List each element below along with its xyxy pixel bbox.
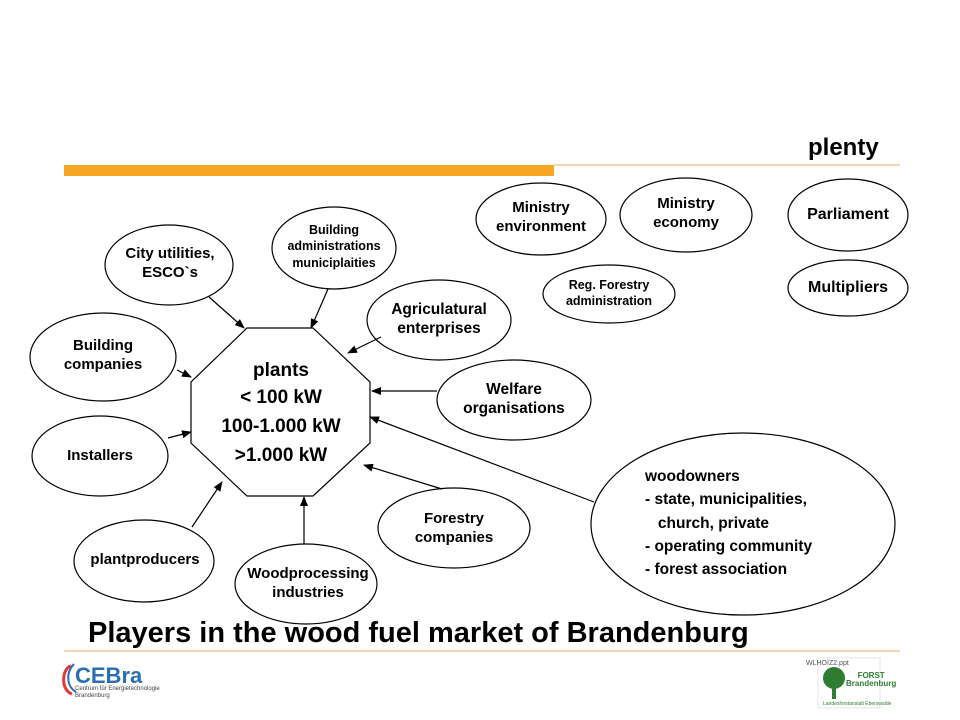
ministry-economy-ellipse: [619, 177, 753, 253]
welfare-label: Welfare organisations: [463, 381, 565, 418]
welfare-ellipse: [436, 359, 592, 441]
ministry-environment-label: Ministry environment: [495, 199, 586, 235]
arrow-building-companies: [176, 369, 192, 378]
forst-tree-icon: [817, 657, 881, 709]
arrow-city-utilities: [208, 296, 245, 329]
forestry-companies-label: Forestry companies: [414, 510, 494, 546]
parliament-ellipse: [787, 178, 909, 252]
building-companies-ellipse: [29, 312, 177, 402]
ministry-environment-ellipse: [475, 182, 607, 256]
forestry-companies-ellipse: [377, 487, 531, 569]
forst-logo-text: FORST Brandenburg: [846, 671, 897, 689]
cebra-logo-text: CEBra: [75, 663, 143, 688]
building-admin-ellipse: [271, 206, 397, 290]
reg-forestry-label: Reg. Forestry administration: [565, 278, 653, 308]
arrow-plantproducers: [191, 481, 223, 528]
installers-label: Installers: [67, 447, 133, 464]
building-admin-label: Building administrations municiplaities: [287, 223, 381, 270]
installers-ellipse: [31, 415, 169, 497]
woodowners-label: woodowners - state, municipalities, chur…: [645, 468, 813, 578]
slide-title: Players in the wood fuel market of Brand…: [88, 617, 749, 649]
multipliers-label: Multipliers: [807, 279, 888, 296]
woodprocessing-ellipse: [234, 543, 378, 625]
city-utilities-ellipse: [104, 224, 234, 306]
range-over-1000-label: >1.000 kW: [234, 445, 328, 466]
agricultural-label: Agriculatural enterprises: [391, 301, 487, 338]
parliament-label: Parliament: [807, 206, 889, 223]
city-utilities-label: City utilities, ESCO`s: [125, 245, 215, 281]
cebra-logo-icon: [62, 663, 77, 696]
arrow-agricultural: [347, 336, 382, 354]
multipliers-ellipse: [787, 259, 909, 317]
woodprocessing-label: Woodprocessing industries: [247, 565, 369, 601]
arrow-forestry-companies: [363, 463, 443, 490]
reg-forestry-ellipse: [542, 264, 676, 324]
arrow-woodowners: [369, 416, 595, 503]
plants-label: plants: [253, 360, 309, 381]
cebra-subtitle: Centrum für Energietechnologie Brandenbu…: [75, 686, 160, 700]
arrow-installers: [167, 430, 192, 439]
plants-octagon: [190, 327, 371, 497]
file-reference: WLHOIZ2.ppt: [806, 660, 849, 667]
range-100-1000-label: 100-1.000 kW: [221, 416, 341, 437]
building-companies-label: Building companies: [63, 337, 143, 373]
plenty-label: plenty: [808, 134, 879, 161]
accent-bar: [64, 165, 554, 176]
plantproducers-label: plantproducers: [90, 551, 200, 568]
plantproducers-ellipse: [73, 519, 215, 603]
woodowners-ellipse: [590, 432, 896, 616]
agricultural-ellipse: [366, 279, 512, 361]
arrow-building-admin: [310, 288, 329, 329]
forst-subtitle: Landesforstanstalt Eberswalde: [823, 701, 892, 707]
ministry-economy-label: Ministry economy: [653, 195, 719, 231]
range-under-100-label: < 100 kW: [240, 387, 322, 408]
